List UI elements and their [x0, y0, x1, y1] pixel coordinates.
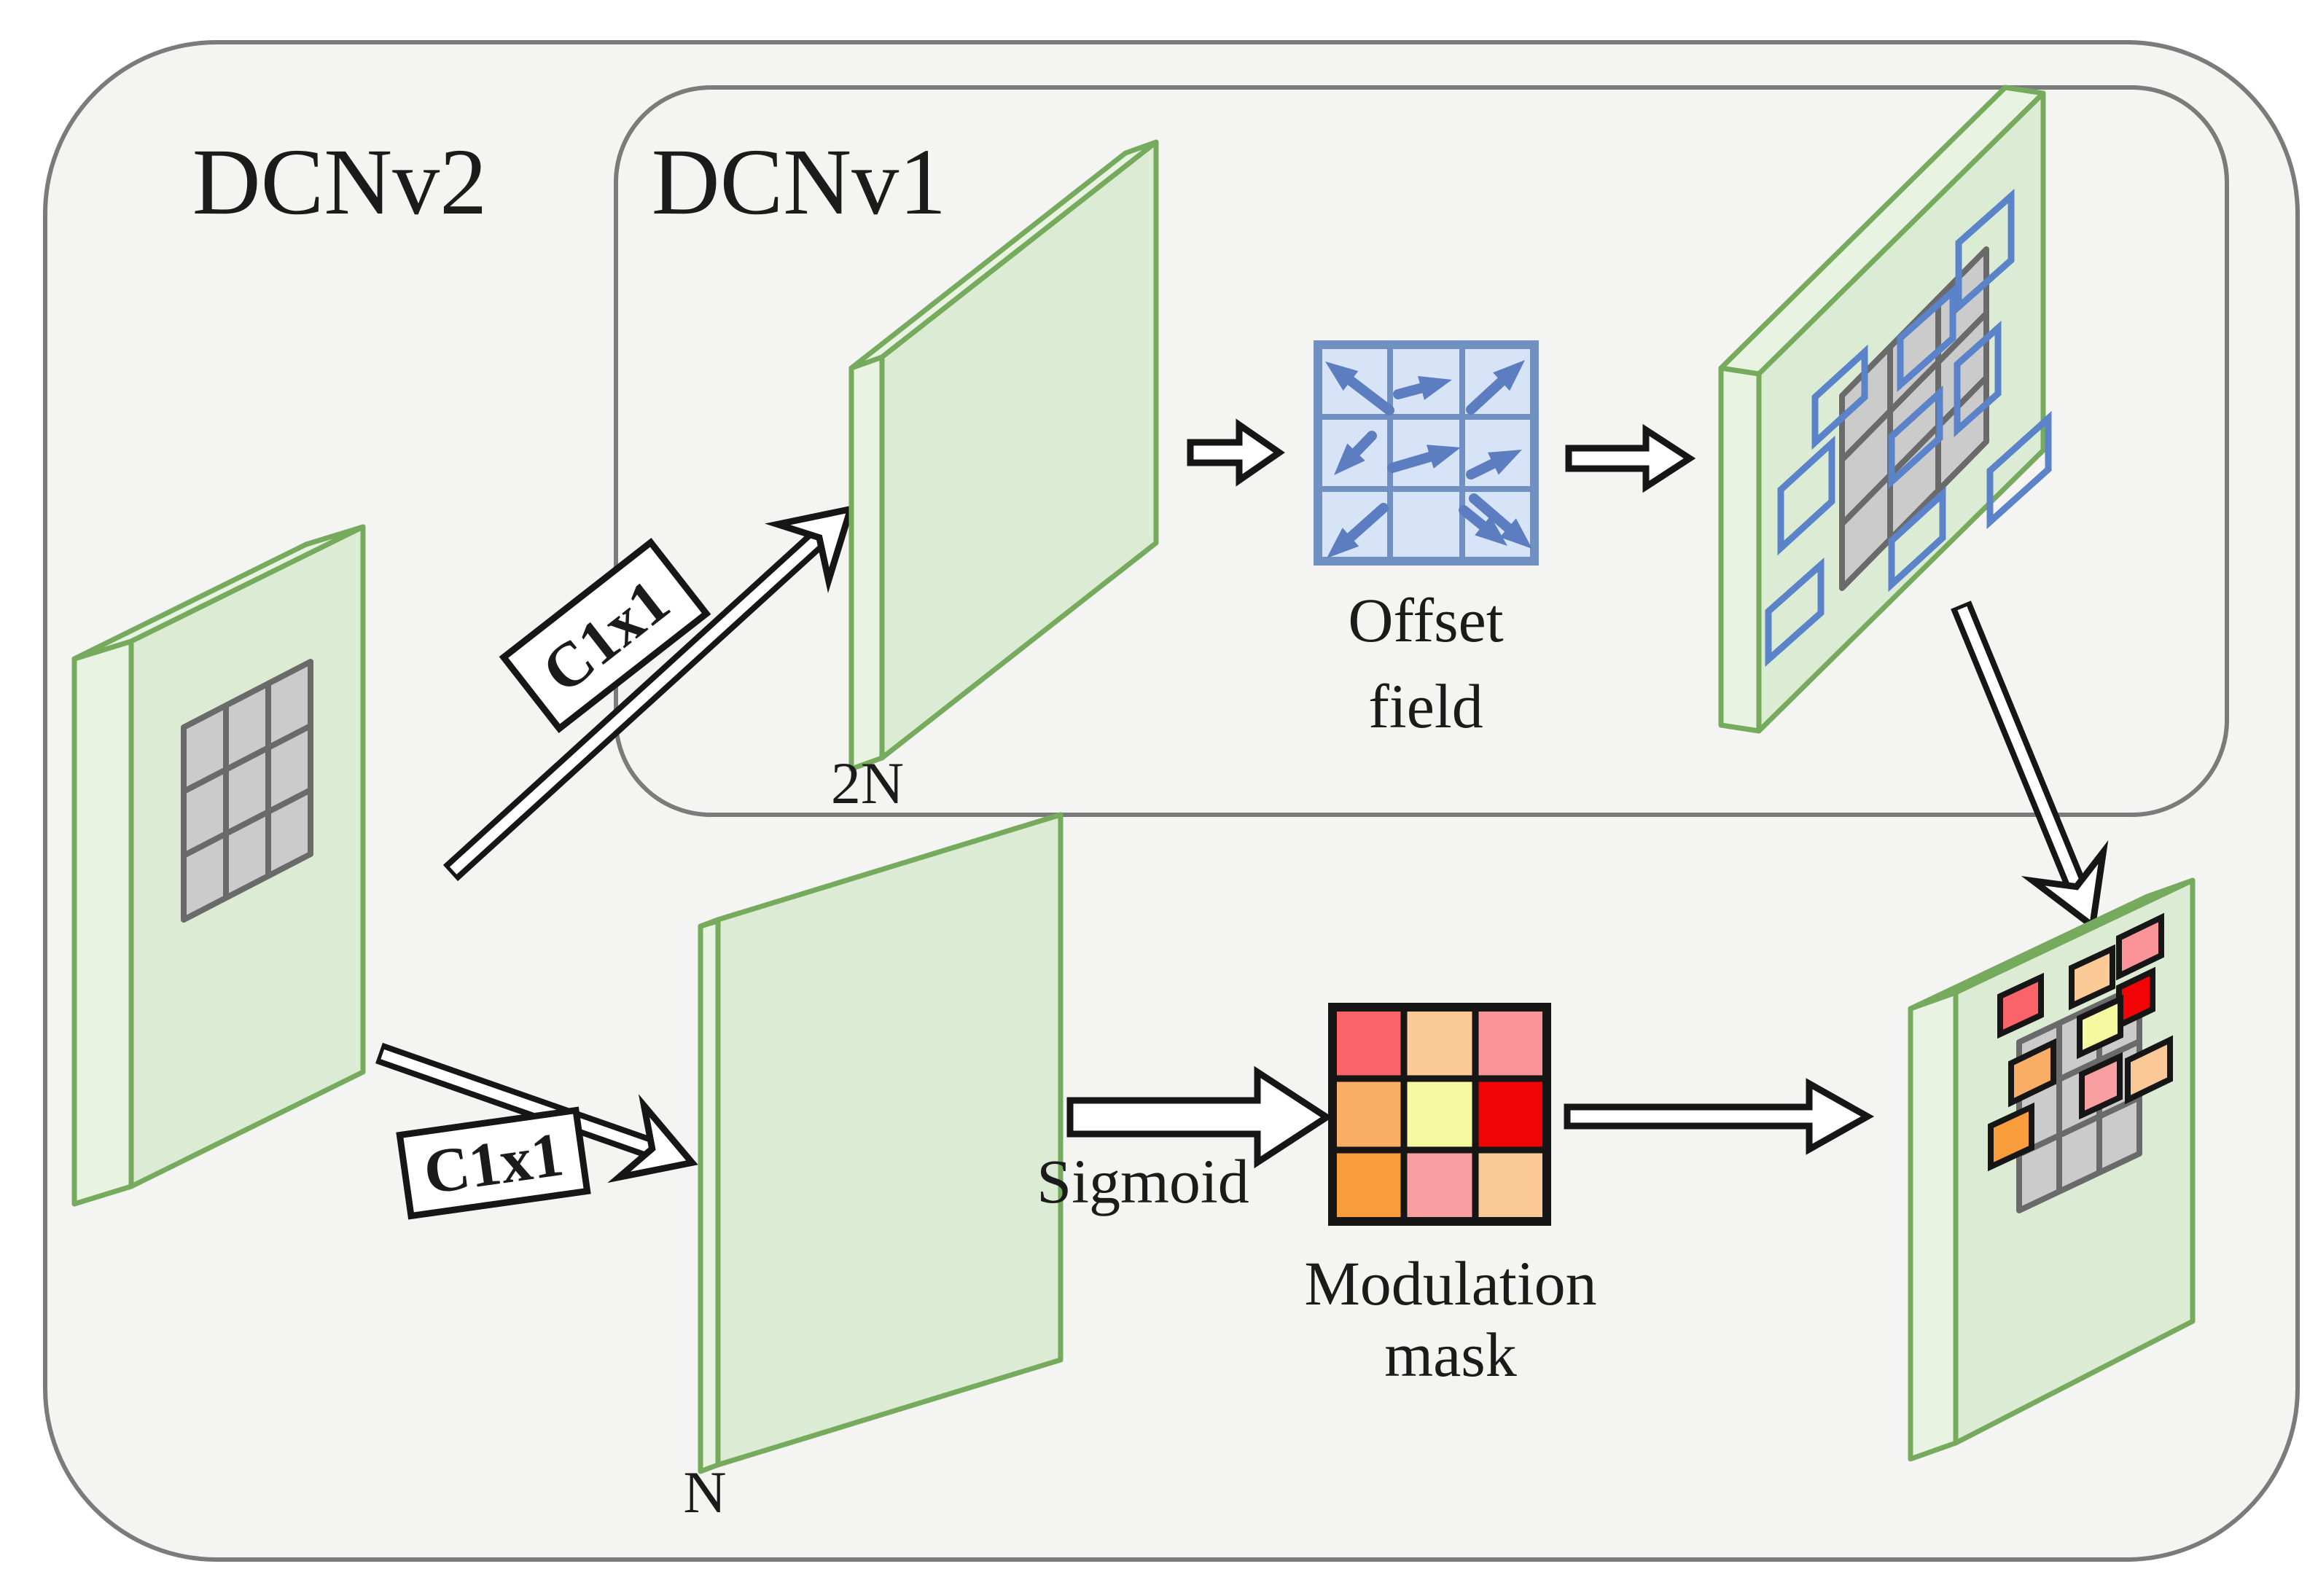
input-feature-map-side [71, 638, 134, 1207]
input-feature-map [71, 524, 366, 1207]
modulation-mask-cell [1400, 1004, 1479, 1082]
sampling-location-box [1888, 385, 1943, 490]
offset-arrow-r1c1 [1387, 445, 1461, 473]
sampling-location-box [1954, 320, 2002, 438]
modulation-mask-cell [1472, 1075, 1550, 1154]
modulation-mask-cell [1329, 1075, 1408, 1154]
deformed-sampling-map-side [1718, 365, 1762, 734]
offset-arrow-r2c1 [1459, 505, 1507, 546]
arrow-offsetfield-to-sampling [1565, 423, 1696, 493]
deformed-sampling-map [1718, 85, 2052, 734]
modulated-sampling-box [2069, 944, 2115, 1011]
sigmoid-arrow [1066, 1065, 1333, 1169]
modulation-mask-label-line1: Modulation [1304, 1248, 1596, 1318]
modulation-mask-cell [1472, 1146, 1550, 1225]
sampling-location-box [1888, 486, 1946, 592]
mask-feature-map-face [715, 812, 1064, 1468]
sigmoid-label: Sigmoid [1037, 1146, 1249, 1216]
sampling-location-box [1765, 557, 1825, 668]
offset-arrow-r1c2 [1466, 450, 1522, 480]
modulation-mask-cell [1472, 1004, 1550, 1082]
arrow-offsetmap-to-offsetfield [1187, 418, 1285, 487]
offset-arrow-r2c0 [1327, 503, 1389, 558]
modulation-mask-cell [1329, 1146, 1408, 1225]
offset-field-cell [1315, 486, 1393, 564]
input-kernel-grid [181, 659, 313, 923]
dcnv1-label: DCNv1 [652, 130, 946, 235]
sampling-location-box [1986, 410, 2052, 530]
mask-feature-map [698, 812, 1064, 1474]
arrow-mask-to-output [1564, 1078, 1875, 1155]
conv1x1-arrow-mask-branch [375, 1042, 698, 1184]
offset-feature-map [848, 139, 1159, 772]
conv1x1-badge-mask-branch: C1x1 [396, 1106, 591, 1220]
offset-feature-map-face [879, 139, 1159, 761]
sampling-location-box [1777, 435, 1835, 556]
modulation-mask-label-line2: mask [1384, 1320, 1517, 1390]
offset-field-label-line2: field [1368, 671, 1483, 741]
sampling-location-box [1955, 188, 2015, 315]
offset-arrow-r0c0 [1325, 361, 1394, 415]
modulated-sampling-box [1997, 972, 2044, 1039]
sampling-location-box [1811, 344, 1868, 450]
offset-arrow-r2c2 [1469, 493, 1532, 549]
modulated-sampling-box [2079, 1052, 2123, 1120]
modulation-mask-cell [1329, 1004, 1408, 1082]
modulated-sampling-box [2008, 1038, 2056, 1108]
mask-feature-map-side [698, 917, 721, 1474]
arrow-sampling-to-output [1951, 601, 2109, 932]
modulated-sampling-box [2077, 994, 2123, 1060]
offset-field-cell [1387, 486, 1465, 564]
offset-feature-map-side [848, 354, 885, 772]
offset-arrow-r0c1 [1393, 376, 1452, 400]
modulated-sampling-box [1988, 1102, 2034, 1172]
dcnv2-label: DCNv2 [192, 130, 487, 235]
modulation-mask-cell [1400, 1146, 1479, 1225]
offset-arrow-r0c2 [1466, 360, 1525, 415]
offset-field-grid [1314, 340, 1539, 566]
mask-channels-label: N [683, 1459, 726, 1525]
modulated-sampling-box [2125, 1035, 2173, 1105]
output-feature-map [1908, 877, 2196, 1462]
sampling-location-box [1897, 283, 1956, 393]
conv1x1-arrow-offset-branch [442, 504, 856, 882]
modulation-mask-grid [1328, 1003, 1551, 1226]
output-feature-map-side [1908, 990, 1959, 1462]
modulated-sampling-box [2116, 912, 2164, 981]
offset-arrow-r1c0 [1334, 431, 1377, 475]
modulation-mask-cell [1400, 1075, 1479, 1154]
offset-channels-label: 2N [831, 750, 904, 816]
offset-field-label-line1: Offset [1348, 585, 1503, 655]
